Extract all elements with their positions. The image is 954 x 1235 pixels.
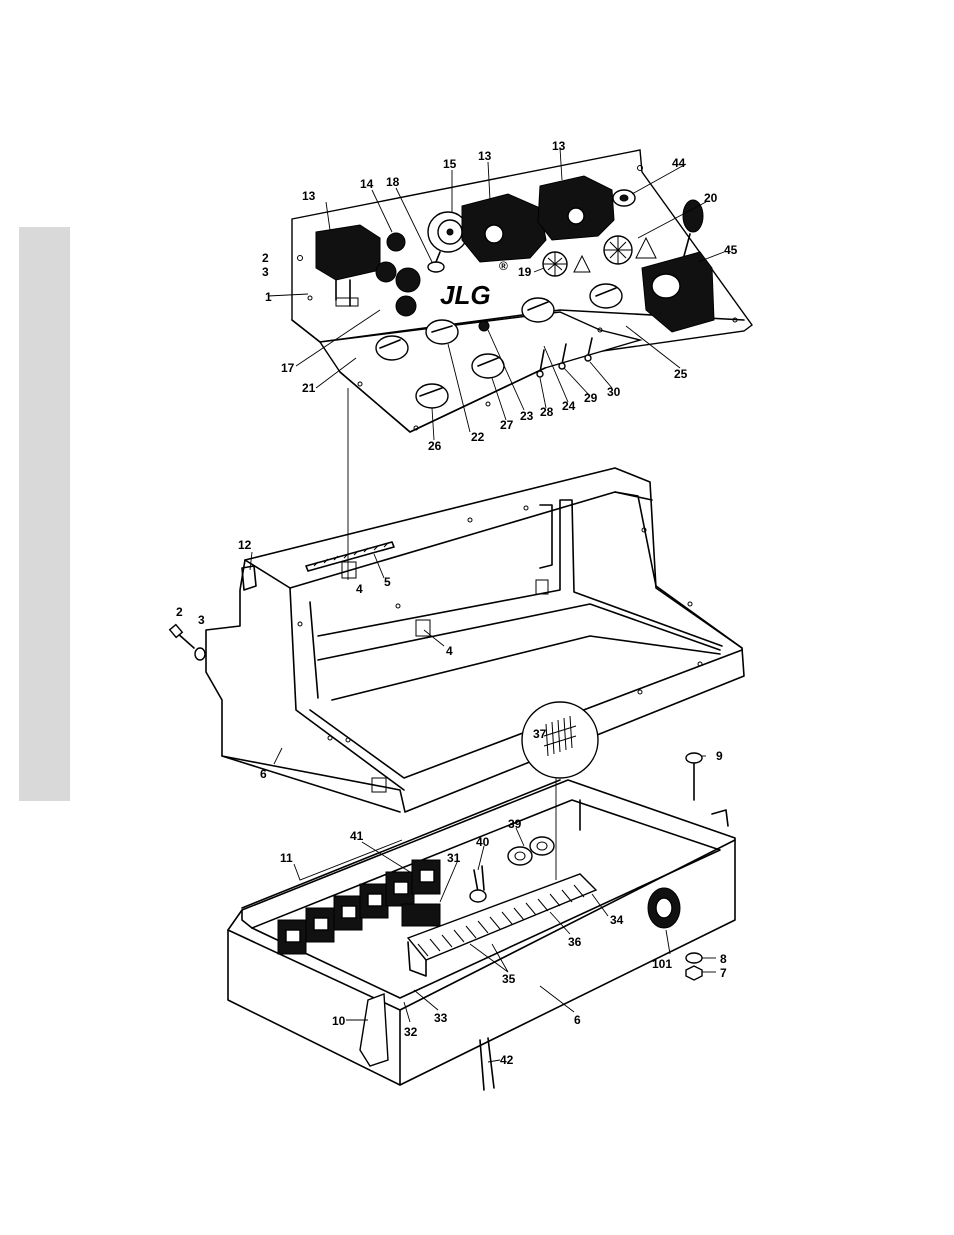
callout-18: 18 [386,175,400,189]
callout-3: 3 [262,265,269,279]
callout-45: 45 [724,243,738,257]
callout-19: 19 [518,265,532,279]
callout-34: 34 [610,913,624,927]
callout-30: 30 [607,385,621,399]
callout-6: 6 [260,767,267,781]
callout-35: 35 [502,972,516,986]
callout-29: 29 [584,391,598,405]
callout-32: 32 [404,1025,418,1039]
callout-21: 21 [302,381,316,395]
callout-44: 44 [672,156,686,170]
callout-11: 11 [280,851,293,865]
callout-37: 37 [533,727,547,741]
lower-box [228,753,735,1090]
callout-41: 41 [350,829,364,843]
registered-mark: ® [499,259,508,273]
callout-4: 4 [446,644,453,658]
callout-31: 31 [447,851,461,865]
callout-3: 3 [198,613,205,627]
callout-17: 17 [281,361,295,375]
callout-33: 33 [434,1011,448,1025]
callout-20: 20 [704,191,718,205]
callout-2: 2 [176,605,183,619]
control-panel: JLG ® [292,150,752,432]
callout-27: 27 [500,418,514,432]
callout-9: 9 [716,749,723,763]
callout-101: 101 [652,957,672,971]
callout-13: 13 [302,189,316,203]
callout-13: 13 [478,149,492,163]
callout-36: 36 [568,935,582,949]
callout-23: 23 [520,409,534,423]
callout-8: 8 [720,952,727,966]
upper-housing [170,468,744,812]
callout-15: 15 [443,157,457,171]
callout-40: 40 [476,835,490,849]
callout-42: 42 [500,1053,514,1067]
jlg-logo: JLG [440,280,491,310]
callout-28: 28 [540,405,554,419]
callout-26: 26 [428,439,442,453]
callout-6: 6 [574,1013,581,1027]
callout-12: 12 [238,538,252,552]
callout-2: 2 [262,251,269,265]
callout-14: 14 [360,177,374,191]
callout-7: 7 [720,966,727,980]
callout-22: 22 [471,430,485,444]
callout-10: 10 [332,1014,346,1028]
callout-13: 13 [552,139,566,153]
callout-5: 5 [384,575,391,589]
callout-25: 25 [674,367,688,381]
callout-24: 24 [562,399,576,413]
callout-4: 4 [356,582,363,596]
callout-1: 1 [265,290,272,304]
callout-39: 39 [508,817,522,831]
